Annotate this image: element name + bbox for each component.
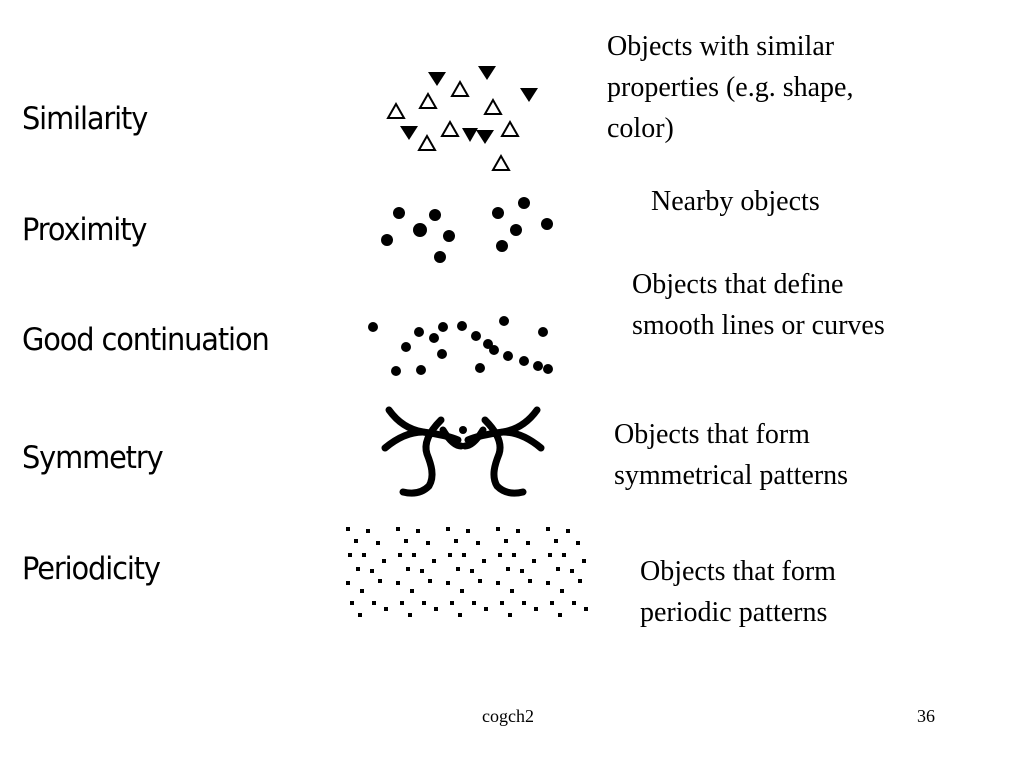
description-line: properties (e.g. shape, (607, 72, 854, 103)
description-line: Objects with similar (607, 31, 835, 62)
label-good-continuation: Good continuation (22, 322, 270, 358)
description-symmetry: Objects that form symmetrical patterns (614, 414, 848, 496)
description-similarity: Objects with similar properties (e.g. sh… (607, 26, 853, 149)
footer-title: cogch2 (482, 706, 534, 726)
label-proximity: Proximity (22, 212, 147, 248)
symmetry-strokes-figure (381, 406, 545, 497)
description-line: Objects that define (632, 269, 844, 300)
similarity-triangles-figure (386, 66, 538, 171)
label-periodicity: Periodicity (22, 551, 161, 587)
periodicity-dot-texture-figure (346, 527, 588, 617)
description-line: periodic patterns (640, 597, 828, 628)
label-similarity: Similarity (22, 101, 148, 137)
description-line: Objects that form (640, 556, 836, 587)
description-line: smooth lines or curves (632, 310, 885, 341)
description-good-continuation: Objects that define smooth lines or curv… (632, 264, 885, 346)
proximity-dots-figure (381, 197, 553, 263)
description-line: symmetrical patterns (614, 460, 849, 491)
good-continuation-dots-figure (368, 316, 553, 376)
description-periodicity: Objects that form periodic patterns (640, 551, 836, 633)
description-line: color) (607, 113, 674, 144)
description-proximity: Nearby objects (651, 181, 820, 222)
description-line: Objects that form (614, 419, 810, 450)
page-number: 36 (917, 706, 935, 726)
label-symmetry: Symmetry (22, 440, 164, 476)
description-line: Nearby objects (651, 186, 820, 217)
